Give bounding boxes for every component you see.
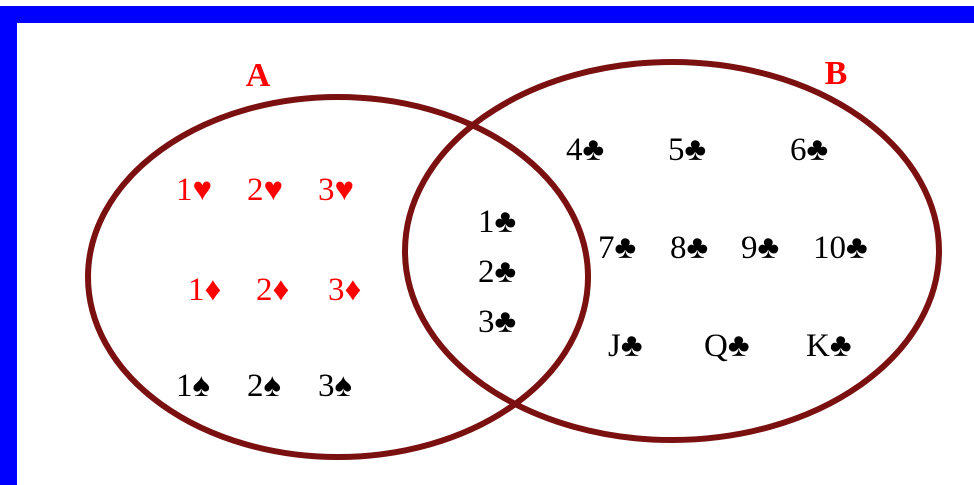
card-2-diamonds: 2♦ (256, 272, 289, 308)
card-k-clubs: K♣ (806, 328, 852, 364)
card-9-clubs: 9♣ (741, 230, 779, 266)
card-2-clubs: 2♣ (478, 254, 516, 290)
card-1-clubs: 1♣ (478, 204, 516, 240)
card-10-clubs: 10♣ (813, 230, 868, 266)
set-b-label: B (825, 55, 848, 92)
card-4-clubs: 4♣ (566, 132, 604, 168)
card-1-hearts: 1♥ (176, 172, 212, 208)
card-1-spades: 1♠ (176, 368, 210, 404)
card-q-clubs: Q♣ (704, 328, 750, 364)
card-2-hearts: 2♥ (247, 172, 283, 208)
card-8-clubs: 8♣ (670, 230, 708, 266)
card-3-spades: 3♠ (318, 368, 352, 404)
card-2-spades: 2♠ (247, 368, 281, 404)
card-3-diamonds: 3♦ (328, 272, 361, 308)
card-1-diamonds: 1♦ (188, 272, 221, 308)
card-3-hearts: 3♥ (318, 172, 354, 208)
set-a-label: A (246, 57, 271, 94)
card-7-clubs: 7♣ (598, 230, 636, 266)
card-3-clubs: 3♣ (478, 304, 516, 340)
set-a-circle (85, 94, 591, 460)
card-j-clubs: J♣ (608, 328, 643, 364)
card-6-clubs: 6♣ (790, 132, 828, 168)
card-5-clubs: 5♣ (668, 132, 706, 168)
set-b-circle (402, 59, 942, 443)
frame-border (0, 6, 974, 485)
